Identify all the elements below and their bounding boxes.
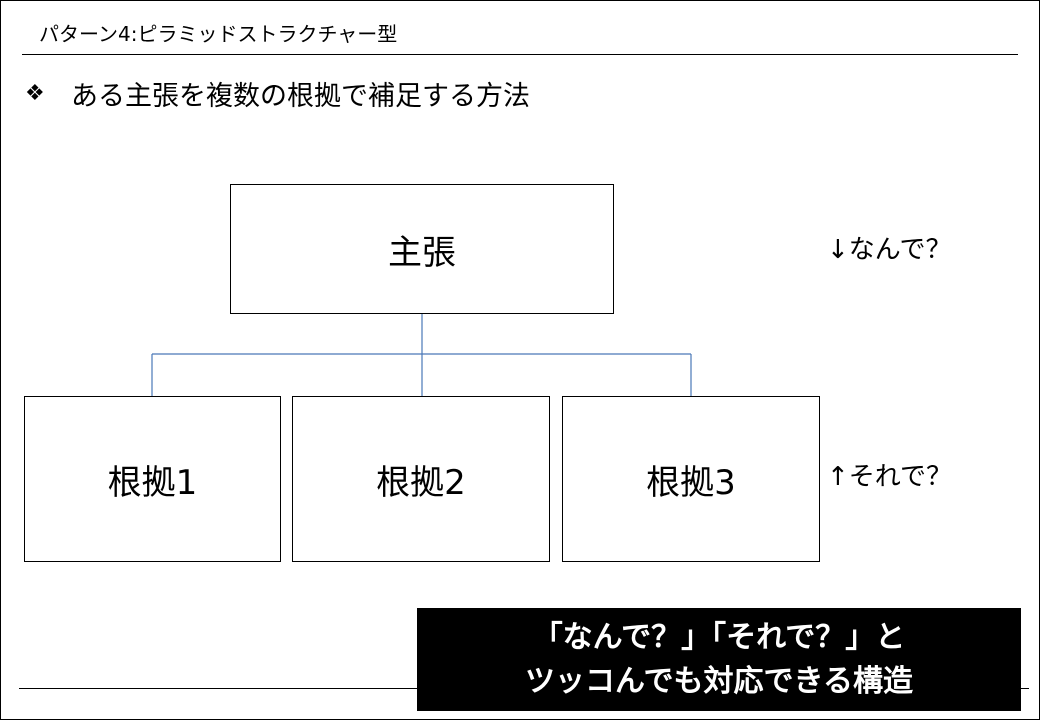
- bullet-text: ある主張を複数の根拠で補足する方法: [71, 80, 530, 112]
- label-so-what-up: ↑それで？: [827, 462, 953, 492]
- bullet-row: ❖ ある主張を複数の根拠で補足する方法: [25, 73, 530, 113]
- evidence-node-2-label: 根拠2: [376, 462, 466, 503]
- evidence-node-3: 根拠3: [562, 396, 820, 562]
- callout-line-2: ツッコんでも対応できる構造: [525, 663, 913, 699]
- callout-box: 「なんで？」「それで？」と ツッコんでも対応できる構造: [417, 608, 1021, 711]
- evidence-node-1-label: 根拠1: [107, 462, 198, 503]
- diamond-bullet-icon: ❖: [25, 80, 45, 106]
- evidence-node-2: 根拠2: [292, 396, 550, 562]
- claim-node: 主張: [230, 184, 614, 314]
- label-why-down: ↓なんで？: [827, 235, 952, 265]
- callout-line-1: 「なんで？」「それで？」と: [532, 619, 906, 655]
- slide-header-title: パターン4:ピラミッドストラクチャー型: [39, 22, 398, 46]
- header-divider: [22, 54, 1018, 55]
- claim-node-label: 主張: [388, 232, 456, 273]
- evidence-node-3-label: 根拠3: [646, 462, 736, 503]
- evidence-node-1: 根拠1: [24, 396, 281, 562]
